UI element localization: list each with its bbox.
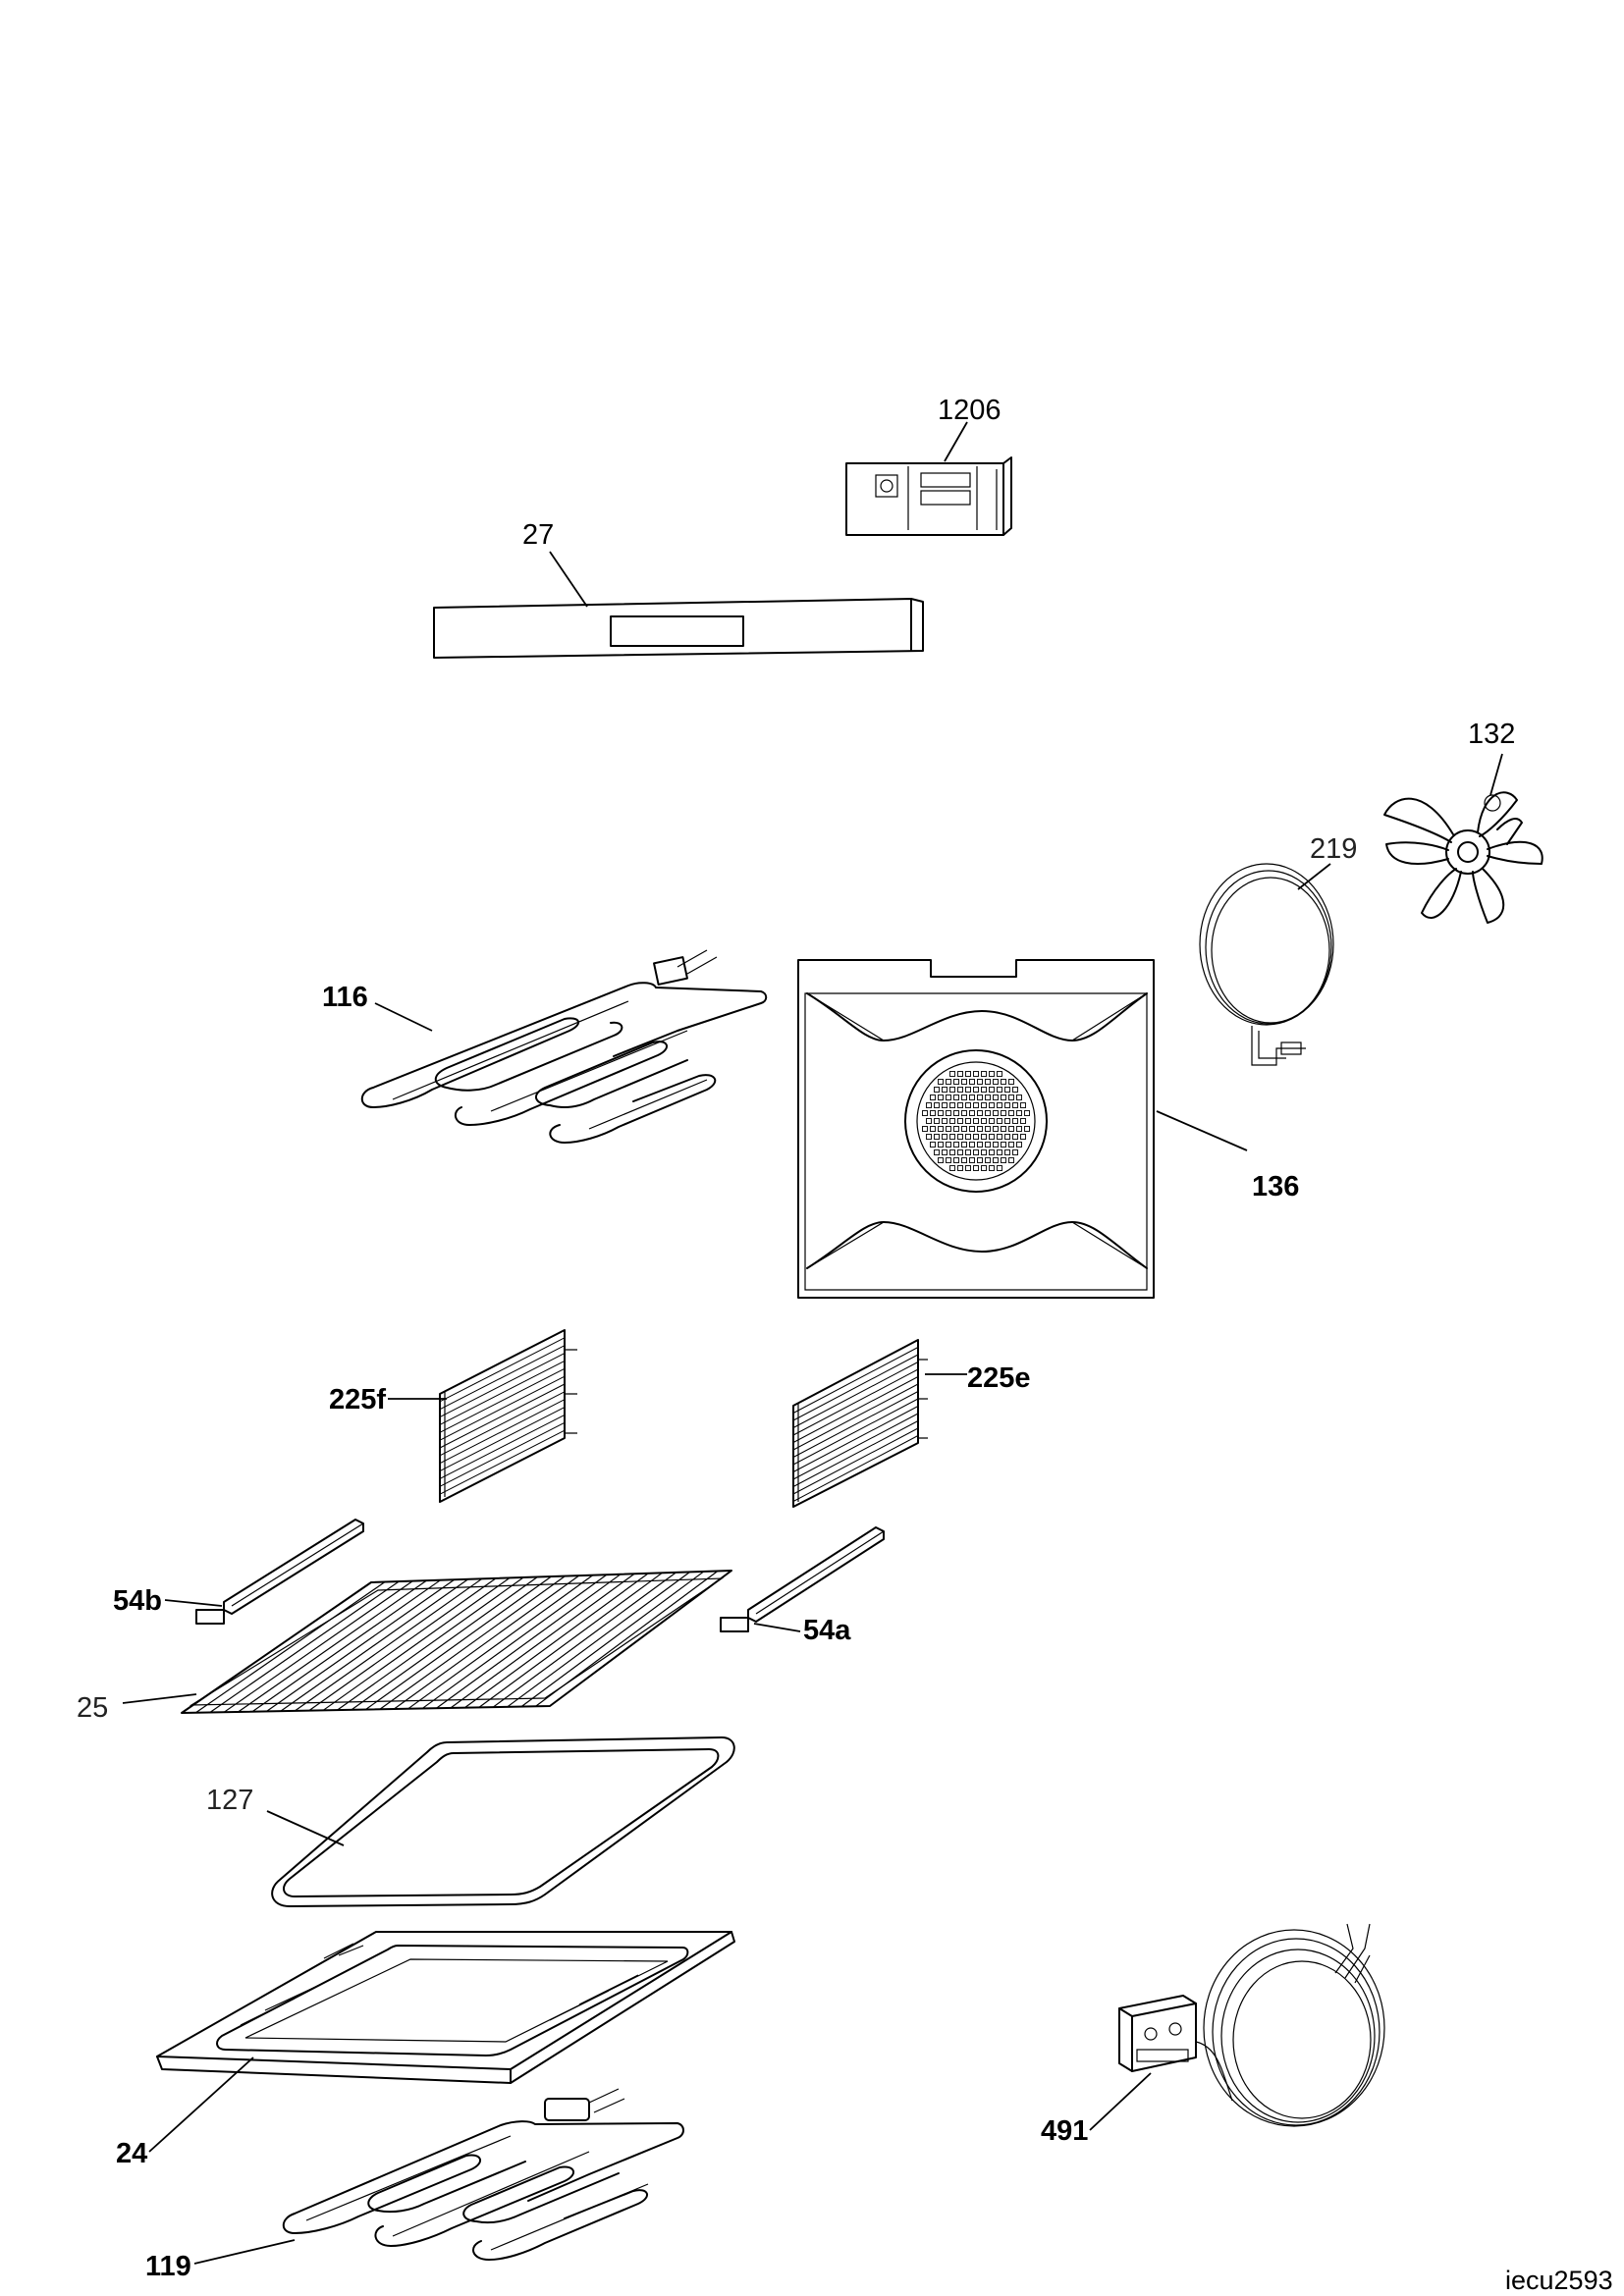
- rack-e-rungs: [792, 1347, 919, 1502]
- label-116: 116: [322, 982, 368, 1013]
- part-119-bottom-heating-element: [282, 2088, 684, 2261]
- label-54b: 54b: [113, 1585, 162, 1617]
- label-1206: 1206: [938, 395, 1001, 426]
- label-132: 132: [1468, 719, 1515, 750]
- leader-54b: [164, 1599, 223, 1607]
- label-219: 219: [1310, 833, 1357, 865]
- leader-116: [374, 1002, 433, 1032]
- label-225f: 225f: [329, 1384, 386, 1415]
- rack-f-rungs: [439, 1337, 566, 1495]
- label-25: 25: [77, 1692, 108, 1724]
- part-127-seal-gasket: [271, 1736, 735, 1907]
- leader-136: [1156, 1110, 1248, 1151]
- part-54b-left-runner: [195, 1519, 364, 1625]
- label-24: 24: [116, 2138, 147, 2169]
- label-225e: 225e: [967, 1362, 1031, 1394]
- part-25-wire-shelf: [181, 1570, 732, 1714]
- part-116-top-heating-element: [360, 949, 768, 1144]
- shelf-wires: [195, 1570, 719, 1714]
- label-491: 491: [1041, 2115, 1088, 2147]
- leader-25: [122, 1693, 197, 1704]
- part-225f-left-side-rack: [439, 1329, 577, 1503]
- part-54a-right-runner: [720, 1526, 885, 1632]
- leader-132: [1489, 753, 1503, 796]
- part-225e-right-side-rack: [792, 1339, 928, 1508]
- part-491-thermostat: [1118, 1923, 1385, 2127]
- leader-127: [266, 1810, 345, 1846]
- label-119: 119: [145, 2251, 191, 2282]
- label-127: 127: [206, 1785, 253, 1816]
- part-219-capillary-coil: [1199, 863, 1334, 1066]
- part-27-control-panel: [433, 598, 924, 659]
- label-27: 27: [522, 519, 554, 551]
- leader-24: [148, 2056, 254, 2153]
- label-54a: 54a: [803, 1615, 851, 1646]
- leader-491: [1089, 2072, 1152, 2131]
- leader-27: [549, 551, 588, 608]
- part-136-rear-panel: [797, 959, 1155, 1299]
- part-1206-control-module: [845, 456, 1012, 536]
- part-24-baking-tray: [156, 1931, 735, 2084]
- leader-1206: [944, 421, 968, 462]
- fan-grille: [922, 1071, 1030, 1171]
- label-136: 136: [1252, 1171, 1299, 1202]
- leader-219: [1297, 863, 1331, 890]
- drawing-reference: iecu2593: [1505, 2266, 1613, 2295]
- leader-54a: [753, 1623, 801, 1632]
- leader-119: [193, 2239, 296, 2265]
- part-132-fan-motor: [1383, 791, 1543, 924]
